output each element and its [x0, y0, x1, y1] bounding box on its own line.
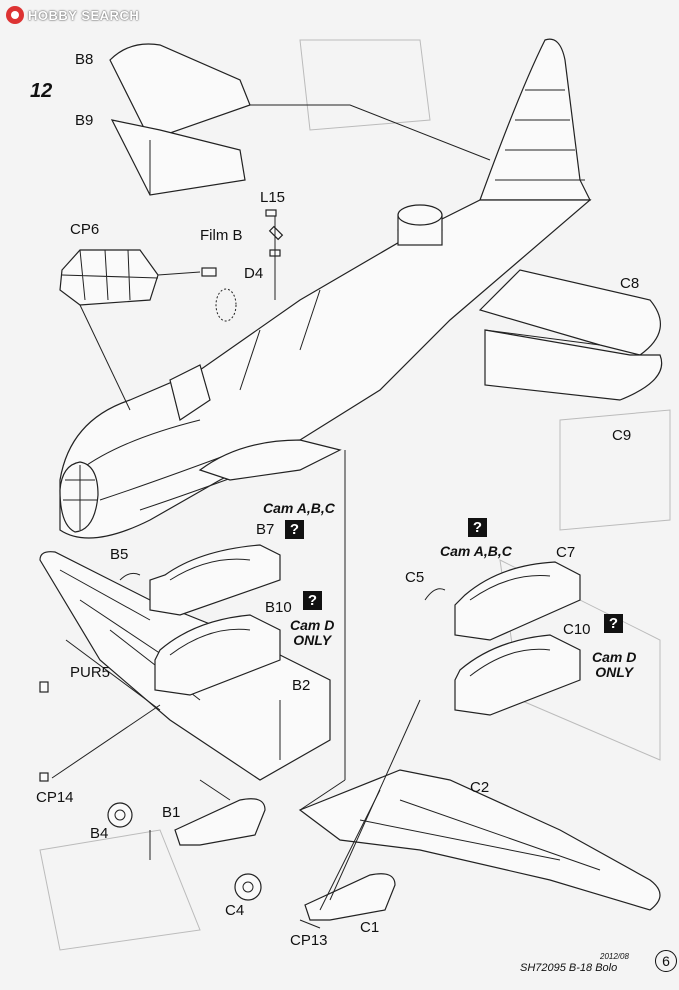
- stabilizer-b8: [109, 43, 251, 141]
- stabilizer-c8-c9: [478, 269, 663, 401]
- nacelle-b10: [154, 614, 281, 696]
- question-icon: ?: [303, 591, 322, 610]
- nacelle-c7: [454, 561, 581, 641]
- label-cp14: CP14: [36, 789, 74, 806]
- label-b2: B2: [292, 677, 311, 694]
- label-b5: B5: [110, 546, 129, 563]
- label-b4: B4: [90, 825, 109, 842]
- label-l15: L15: [260, 189, 286, 206]
- vertical-tail: [479, 38, 591, 201]
- leader-lines: [199, 450, 421, 911]
- note-cam-abc-left: Cam A,B,C: [263, 500, 335, 516]
- background-ghost: [39, 39, 671, 951]
- left-nacelles: [119, 544, 281, 696]
- label-b9: B9: [75, 112, 94, 129]
- logo-text: HOBBY SEARCH: [28, 7, 140, 23]
- fuselage: [59, 199, 592, 539]
- stabilizer-b9: [110, 119, 246, 196]
- label-pur5: PUR5: [70, 664, 111, 681]
- step-number: 12: [30, 80, 53, 102]
- stabilizer-b8-b9: [109, 43, 491, 196]
- label-cp13: CP13: [290, 932, 328, 949]
- right-nacelles: [424, 561, 581, 716]
- question-icon: ?: [604, 614, 623, 633]
- label-c5: C5: [405, 569, 425, 586]
- nacelle-c10: [454, 634, 581, 716]
- label-d4: D4: [244, 265, 264, 282]
- logo-mark-icon: [6, 6, 24, 24]
- small-parts-l15-d4: [201, 209, 284, 322]
- footer-model: SH72095 B-18 Bolo: [520, 962, 618, 974]
- label-c8: C8: [620, 275, 640, 292]
- canopy-cp6: [59, 249, 201, 411]
- watermark-logo: HOBBY SEARCH: [6, 5, 139, 25]
- page-number: 6: [655, 950, 677, 972]
- label-b7: B7: [256, 521, 275, 538]
- note-cam-d-left: Cam D ONLY: [290, 617, 335, 649]
- label-c1: C1: [360, 919, 380, 936]
- label-c9: C9: [612, 427, 632, 444]
- label-c2: C2: [470, 779, 490, 796]
- label-c7: C7: [556, 544, 576, 561]
- label-c4: C4: [225, 902, 245, 919]
- label-film-b: Film B: [200, 227, 243, 244]
- label-cp6: CP6: [70, 221, 100, 238]
- label-b8: B8: [75, 51, 94, 68]
- label-b1: B1: [162, 804, 181, 821]
- nacelle-b7: [149, 544, 281, 616]
- right-wing: [298, 769, 661, 911]
- note-cam-d-right: Cam D ONLY: [592, 649, 637, 681]
- stabilizer-c9: [484, 329, 663, 401]
- question-icon: ?: [285, 520, 304, 539]
- label-c10: C10: [563, 621, 591, 638]
- question-icon: ?: [468, 518, 487, 537]
- note-cam-abc-right: Cam A,B,C: [440, 543, 512, 559]
- right-engine: [234, 873, 396, 929]
- footer-date: 2012/08: [600, 952, 629, 961]
- left-engine: [107, 798, 266, 860]
- label-b10: B10: [265, 599, 292, 616]
